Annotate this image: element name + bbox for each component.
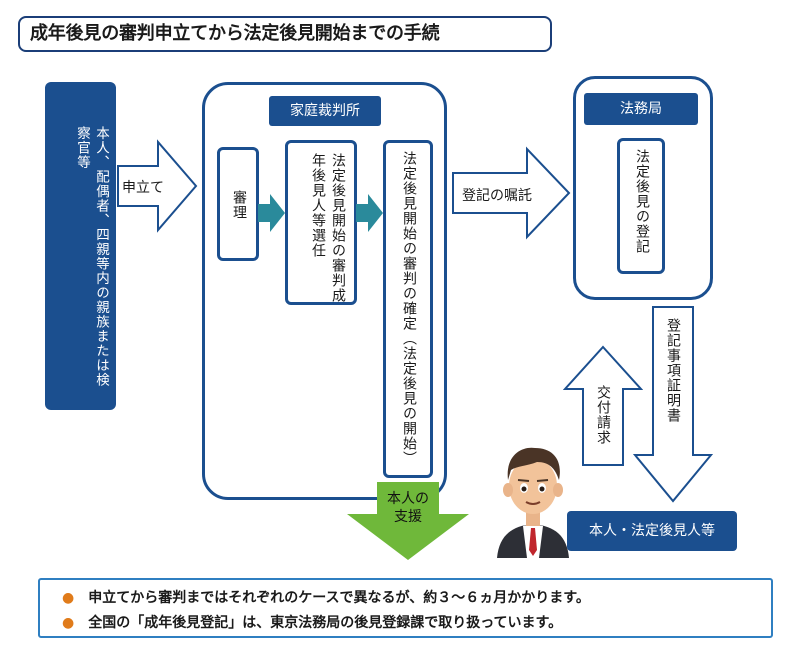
support-label: 本人の支援: [387, 491, 429, 525]
bullet-icon: ●: [62, 615, 75, 631]
issue-request-arrow: [563, 345, 643, 466]
step-finalization-label: 法定後見開始の審判の確定（法定後見の開始）: [401, 151, 417, 466]
step-commencement-appointment: 法定後見開始の審判成年後見人等選任: [285, 140, 357, 305]
applicant-label: 本人、配偶者、四親等内の親族または検察官等: [74, 126, 109, 387]
step-hearing: 審理: [217, 147, 259, 261]
person-label-box: 本人・法定後見人等: [567, 511, 737, 551]
registration-step-label: 法定後見の登記: [634, 149, 650, 254]
page-title: 成年後見の審判申立てから法定後見開始までの手続: [18, 16, 552, 52]
registration-step: 法定後見の登記: [617, 138, 665, 274]
registration-request-label: 登記の嘱託: [462, 188, 532, 204]
legal-affairs-bureau-label: 法務局: [584, 93, 698, 125]
applicant-box: 本人、配偶者、四親等内の親族または検察官等: [45, 82, 116, 410]
issue-request-label: 交付請求: [595, 385, 611, 445]
bullet-icon: ●: [62, 590, 75, 606]
petition-arrow: [117, 139, 198, 233]
certificate-arrow: [633, 306, 713, 503]
family-court-label: 家庭裁判所: [269, 96, 381, 126]
support-arrow: [347, 482, 469, 560]
note-item-2: ● 全国の「成年後見登記」は、東京法務局の後見登録課で取り扱っています。: [62, 613, 562, 633]
step-hearing-label: 審理: [231, 190, 247, 220]
note-text-2: 全国の「成年後見登記」は、東京法務局の後見登録課で取り扱っています。: [88, 615, 563, 631]
step-commencement-appointment-label: 法定後見開始の審判成年後見人等選任: [310, 153, 346, 303]
note-item-1: ● 申立てから審判まではそれぞれのケースで異なるが、約３～６ヵ月かかります。: [62, 588, 590, 608]
note-text-1: 申立てから審判まではそれぞれのケースで異なるが、約３～６ヵ月かかります。: [88, 590, 590, 606]
person-illustration: [497, 447, 569, 558]
registration-request-arrow: [452, 146, 571, 240]
step-finalization: 法定後見開始の審判の確定（法定後見の開始）: [383, 140, 433, 478]
petition-arrow-label: 申立て: [122, 180, 164, 196]
certificate-arrow-label: 登記事項証明書: [665, 318, 681, 423]
teal-arrow-1: [258, 194, 285, 232]
teal-arrow-2: [356, 194, 383, 232]
notes-box: ● 申立てから審判まではそれぞれのケースで異なるが、約３～６ヵ月かかります。 ● 全…: [38, 578, 773, 638]
